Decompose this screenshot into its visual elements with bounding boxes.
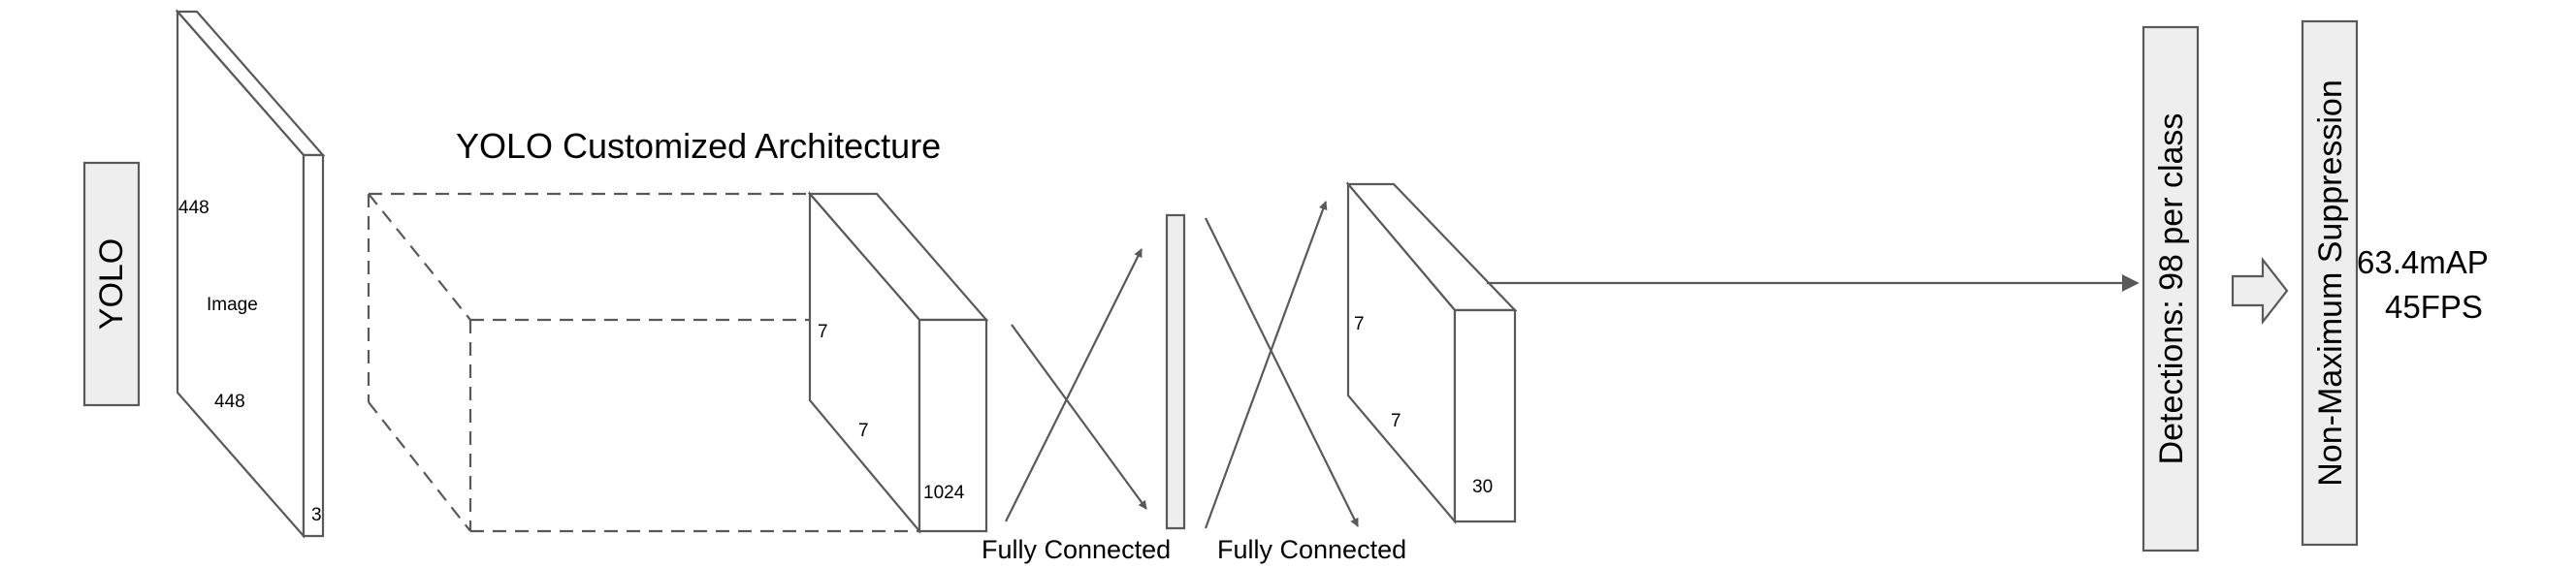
input-height-label: 448 [178, 198, 209, 218]
feature-channels-label: 1024 [923, 483, 965, 503]
result-map: 63.4mAP [2357, 244, 2489, 280]
fc-arrows-1 [1005, 248, 1147, 522]
fc-arrows-2 [1204, 201, 1359, 529]
image-label: Image [207, 295, 258, 315]
block-arrow [2231, 256, 2289, 326]
fc-label-2: Fully Connected [1217, 535, 1406, 564]
yolo-label-box: YOLO [82, 161, 141, 407]
input-image-slab: 448 Image 448 3 [175, 9, 326, 539]
nms-label: Non-Maximum Suppression [2312, 79, 2349, 487]
dashed-volume [367, 192, 919, 533]
output-channels-label: 30 [1472, 477, 1493, 497]
fc-label-1: Fully Connected [982, 535, 1171, 564]
fc-vector-bar [1165, 213, 1186, 530]
input-width-label: 448 [214, 392, 245, 412]
output-width-label: 7 [1391, 411, 1401, 431]
diagram-title: YOLO Customized Architecture [456, 126, 941, 166]
yolo-label: YOLO [93, 238, 130, 330]
feature-map-cuboid: 7 7 1024 [807, 191, 989, 535]
output-height-label: 7 [1354, 314, 1365, 334]
input-channels-label: 3 [311, 505, 322, 525]
result-fps: 45FPS [2385, 289, 2483, 325]
feature-width-label: 7 [858, 421, 869, 441]
detections-label: Detections: 98 per class [2153, 113, 2190, 465]
detections-box: Detections: 98 per class [2141, 25, 2200, 552]
feature-height-label: 7 [818, 322, 828, 342]
nms-box: Non-Maximum Suppression [2301, 19, 2359, 547]
output-tensor-cuboid: 7 7 30 [1345, 180, 1518, 525]
